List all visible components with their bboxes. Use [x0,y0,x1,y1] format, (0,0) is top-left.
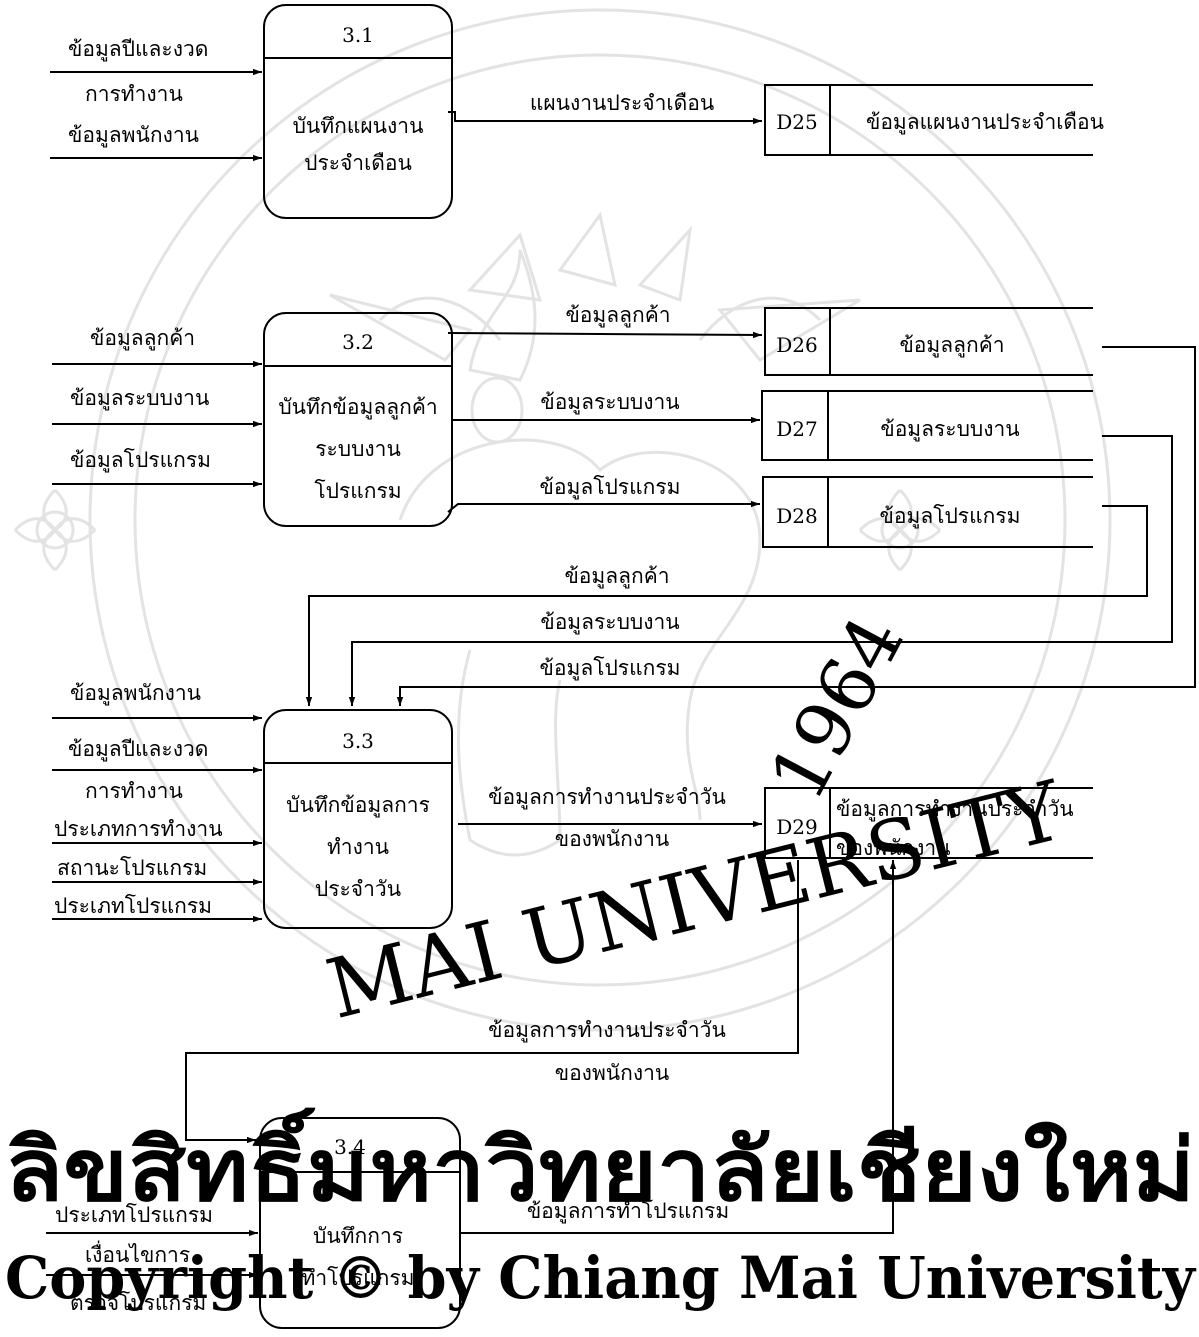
flow-d27-to-3-3 [348,435,1173,706]
flow-label-d29-to-3-4-2: ของพนักงาน [555,1061,670,1085]
flow-label-d27-to-3-3: ข้อมูลระบบงาน [540,610,679,635]
process-3-2-name-line2: ระบบงาน [315,437,401,461]
flow-label-d26-to-3-3: ข้อมูลลูกค้า [564,564,669,589]
data-store-d26-name: ข้อมูลลูกค้า [899,333,1004,358]
data-store-d29-id: D29 [776,815,817,839]
process-3-3-name-line2: ทำงาน [327,835,389,859]
flow-3-1-to-d25 [448,111,762,125]
flow-d26-to-3-3 [396,346,1196,706]
process-3-2: 3.2 บันทึกข้อมูลลูกค้า ระบบงาน โปรแกรม [263,312,453,527]
process-3-1-name-line2: ประจำเดือน [304,151,412,175]
flow-3-2-to-d26 [447,331,763,339]
data-store-d27-name: ข้อมูลระบบงาน [880,417,1019,442]
process-3-3-name-line3: ประจำวัน [315,877,401,901]
data-store-d25-id: D25 [776,110,817,134]
flow-label-3-2-to-d27: ข้อมูลระบบงาน [540,390,679,415]
process-3-1: 3.1 บันทึกแผนงาน ประจำเดือน [263,4,453,219]
input-label-3-4-condition-2: ตรวจโปรแกรม [70,1291,206,1315]
input-label-3-2-system: ข้อมูลระบบงาน [70,386,209,411]
flow-d28-to-3-3 [305,505,1148,706]
flow-3-4-to-d29 [460,860,897,1234]
data-store-d29-name-line2: ของพนักงาน [836,836,951,860]
watermark-thai-copyright: ลิขสิทธิ์มหาวิทยาลัยเชียงใหม่ [5,1107,1195,1221]
seal-year-text: 1964 [752,601,921,814]
flow-label-3-4-to-d29: ข้อมูลการทำโปรแกรม [527,1199,729,1224]
flow-label-d29-to-3-4-1: ข้อมูลการทำงานประจำวัน [488,1018,726,1043]
input-label-3-3-program-type: ประเภทโปรแกรม [54,894,212,918]
data-store-d26-id: D26 [776,333,817,357]
flow-label-d28-to-3-3: ข้อมูลโปรแกรม [540,656,681,681]
data-store-d27-id: D27 [776,417,817,441]
data-store-d25: D25 ข้อมูลแผนงานประจำเดือน [764,84,1104,156]
input-label-3-1-employee: ข้อมูลพนักงาน [68,123,199,148]
process-3-2-name-line3: โปรแกรม [314,479,401,503]
process-3-3-id: 3.3 [342,729,374,753]
flow-label-3-1-to-d25: แผนงานประจำเดือน [530,91,714,115]
process-3-4-name-line2: ทำโปรแกรม [302,1266,415,1290]
data-store-d28: D28 ข้อมูลโปรแกรม [762,476,1093,548]
input-label-3-1-year-1: ข้อมูลปีและงวด [68,37,208,62]
input-label-3-4-condition-1: เงื่อนไขการ [85,1240,190,1267]
flow-3-2-to-d28 [447,500,760,513]
data-store-d26: D26 ข้อมูลลูกค้า [764,307,1093,376]
watermark-english-copyright: Copyright © by Chiang Mai University [5,1244,1197,1312]
data-store-d29: D29 ข้อมูลการทำงานประจำวัน ของพนักงาน [764,787,1093,860]
input-label-3-3-year-2: การทำงาน [85,779,183,803]
data-store-d28-id: D28 [776,504,817,528]
input-label-3-2-customer: ข้อมูลลูกค้า [90,326,195,351]
process-3-4-name-line1: บันทึกการ [313,1224,403,1248]
data-store-d29-name-line1: ข้อมูลการทำงานประจำวัน [836,797,1074,822]
data-store-d27: D27 ข้อมูลระบบงาน [761,390,1093,461]
process-3-2-name-line1: บันทึกข้อมูลลูกค้า [278,395,437,420]
input-label-3-3-year-1: ข้อมูลปีและงวด [68,737,208,762]
process-3-3-name-line1: บันทึกข้อมูลการ [286,793,430,818]
flow-label-3-3-to-d29-1: ข้อมูลการทำงานประจำวัน [488,785,726,810]
flow-label-3-2-to-d28: ข้อมูลโปรแกรม [540,475,681,500]
input-label-3-3-status: สถานะโปรแกรม [57,856,207,880]
flow-label-3-3-to-d29-2: ของพนักงาน [555,827,670,851]
process-3-1-name-line1: บันทึกแผนงาน [293,114,424,138]
process-3-4-id: 3.4 [334,1135,366,1159]
process-3-1-id: 3.1 [342,23,374,47]
flow-d29-to-3-4 [185,860,799,1144]
input-label-3-2-program: ข้อมูลโปรแกรม [70,448,211,473]
university-seal-watermark [13,8,1112,1032]
input-label-3-1-year-2: การทำงาน [85,82,183,106]
process-3-4: 3.4 บันทึกการ ทำโปรแกรม [259,1117,461,1329]
process-3-3: 3.3 บันทึกข้อมูลการ ทำงาน ประจำวัน [263,709,453,929]
input-label-3-3-work-type: ประเภทการทำงาน [54,817,223,841]
flow-label-3-2-to-d26: ข้อมูลลูกค้า [565,303,670,328]
data-store-d28-name: ข้อมูลโปรแกรม [880,504,1021,529]
input-label-3-4-program-type: ประเภทโปรแกรม [55,1203,213,1227]
input-label-3-3-employee: ข้อมูลพนักงาน [70,681,201,706]
data-store-d25-name: ข้อมูลแผนงานประจำเดือน [866,110,1104,135]
process-3-2-id: 3.2 [342,330,374,354]
